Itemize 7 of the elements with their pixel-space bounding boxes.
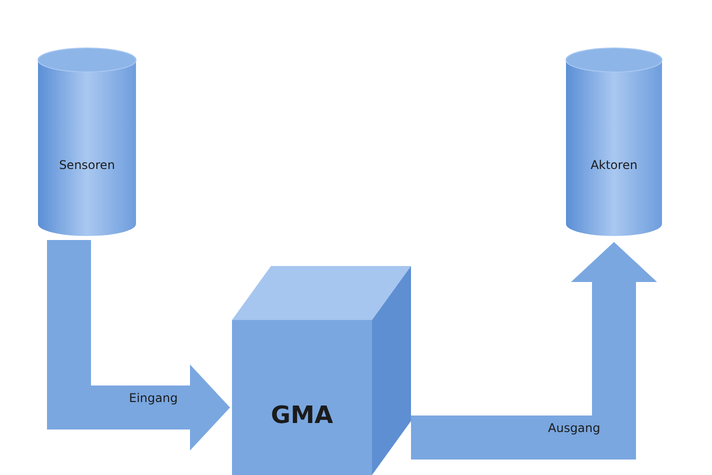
edge-label: Ausgang: [546, 420, 602, 434]
block-arrow: [411, 242, 657, 460]
node-label: GMA: [270, 401, 334, 429]
edge-label: Eingang: [127, 390, 180, 404]
node-label: Sensoren: [58, 158, 116, 172]
block-arrow: [47, 240, 230, 450]
node-label: Aktoren: [590, 158, 638, 172]
